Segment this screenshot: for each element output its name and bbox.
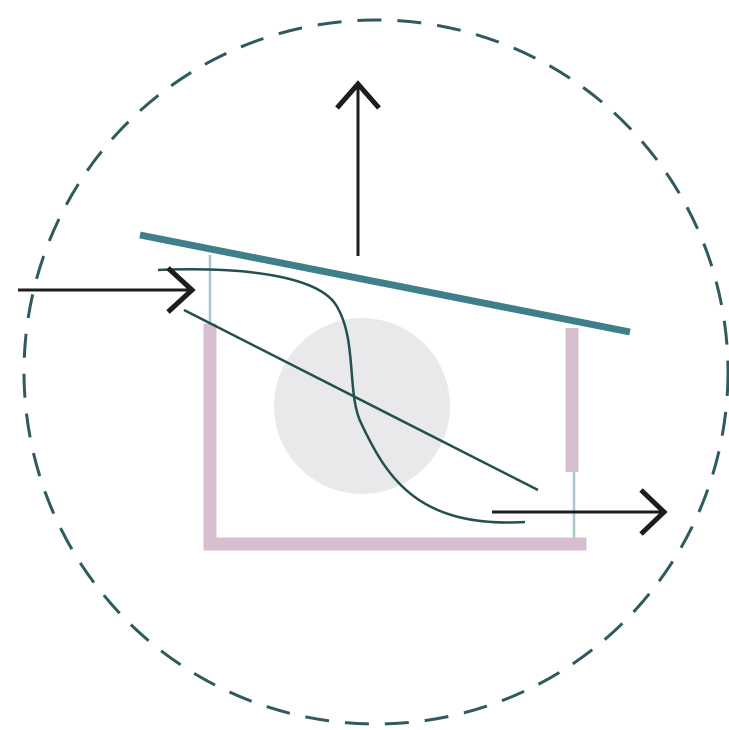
roof-line <box>139 231 631 336</box>
airflow-diagonal <box>183 308 539 492</box>
airflow-curve <box>157 268 526 524</box>
arrow-right-icon <box>18 266 196 314</box>
arrow-right-icon <box>492 488 668 536</box>
boundary-circle <box>22 18 729 726</box>
central-core-circle <box>274 318 450 494</box>
building-walls <box>203 323 587 551</box>
arrow-up-icon <box>335 80 381 256</box>
